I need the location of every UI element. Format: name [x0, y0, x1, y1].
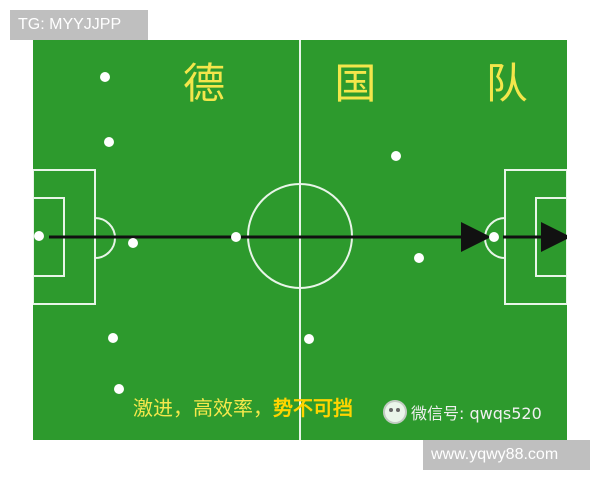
- player-dot: [414, 253, 424, 263]
- player-dot: [34, 231, 44, 241]
- site-watermark: www.yqwy88.com: [423, 440, 590, 470]
- caption-prefix: 激进，高效率，: [133, 396, 273, 420]
- pitch-lines-svg: [33, 40, 567, 440]
- caption-strong: 势不可挡: [273, 396, 353, 420]
- player-dot: [304, 334, 314, 344]
- player-dot: [128, 238, 138, 248]
- player-dot: [489, 232, 499, 242]
- player-dot: [104, 137, 114, 147]
- wechat-icon: [383, 400, 407, 424]
- player-dot: [100, 72, 110, 82]
- player-dot: [114, 384, 124, 394]
- wechat-watermark: 微信号: qwqs520: [383, 400, 542, 424]
- soccer-pitch-diagram: 德 国 队 激进，高效率，势不可挡 微信号: qwqs520: [33, 40, 567, 440]
- player-dot: [391, 151, 401, 161]
- tg-watermark: TG: MYYJJPP: [10, 10, 148, 40]
- pitch-title: 德 国 队: [183, 59, 567, 108]
- pitch-caption: 激进，高效率，势不可挡: [133, 392, 353, 421]
- player-dot: [108, 333, 118, 343]
- wechat-label: 微信号: qwqs520: [411, 404, 542, 423]
- player-dot: [231, 232, 241, 242]
